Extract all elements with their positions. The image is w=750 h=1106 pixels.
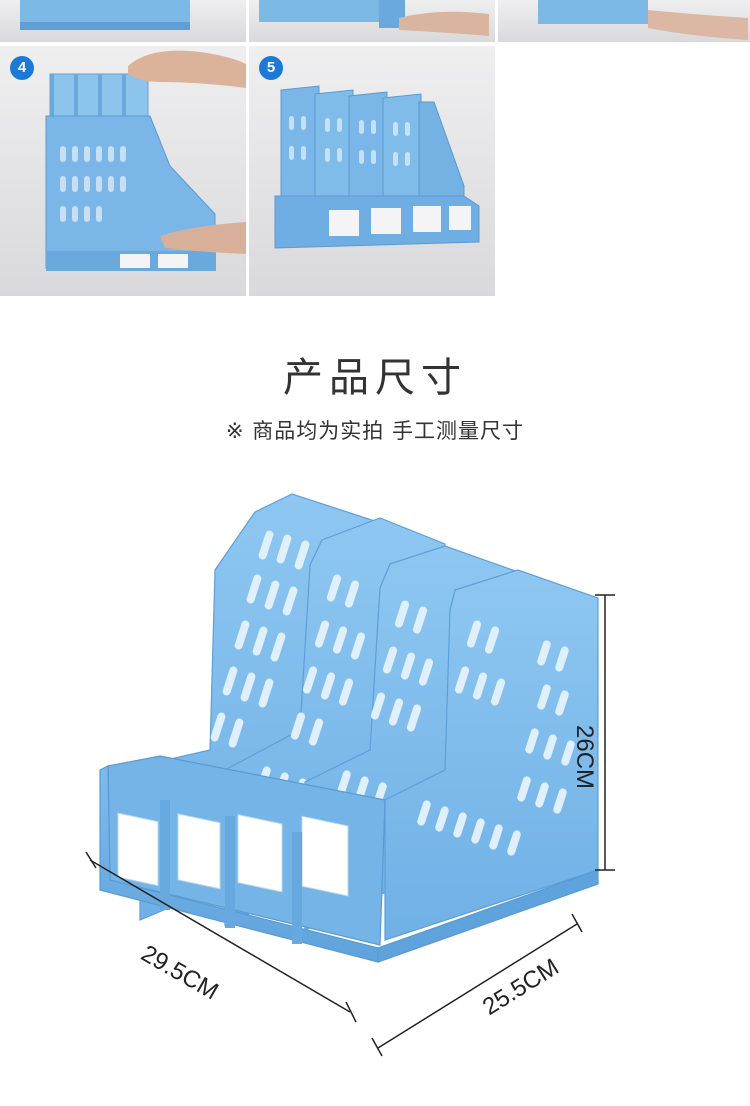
- step-badge-4: 4: [10, 56, 34, 80]
- divider-4: [384, 569, 599, 941]
- step-photo-4: 4: [0, 46, 246, 296]
- label-window-1: [117, 812, 159, 887]
- step-number: 5: [266, 59, 276, 76]
- section-subtitle: ※ 商品均为实拍 手工测量尺寸: [226, 419, 524, 443]
- step-photo-1-image: [20, 0, 190, 30]
- label-window-3: [237, 813, 283, 893]
- width-dimension-line: [89, 859, 351, 1013]
- step-photo-strip: 4 5: [0, 0, 750, 296]
- label-window-2: [177, 813, 221, 890]
- step-photo-5-image: [274, 85, 480, 249]
- step-photo-1: [0, 0, 246, 42]
- step-photo-3: [498, 0, 750, 42]
- step-badge-5: 5: [259, 56, 283, 80]
- step-photo-2-image: [259, 0, 489, 36]
- section-title: 产品尺寸: [283, 355, 467, 401]
- height-label: 26CM: [571, 725, 598, 790]
- step-photo-3-image: [538, 0, 748, 40]
- step-number: 4: [17, 59, 27, 76]
- depth-dimension-line: [377, 923, 578, 1049]
- step-photo-4-image: [45, 50, 246, 271]
- step-photo-2: [249, 0, 495, 42]
- label-window-4: [301, 815, 349, 897]
- front-base: [99, 755, 599, 963]
- dimension-lines: [85, 594, 615, 1057]
- product-dimension-illustration: [85, 493, 615, 1057]
- step-photo-5: 5: [249, 46, 495, 296]
